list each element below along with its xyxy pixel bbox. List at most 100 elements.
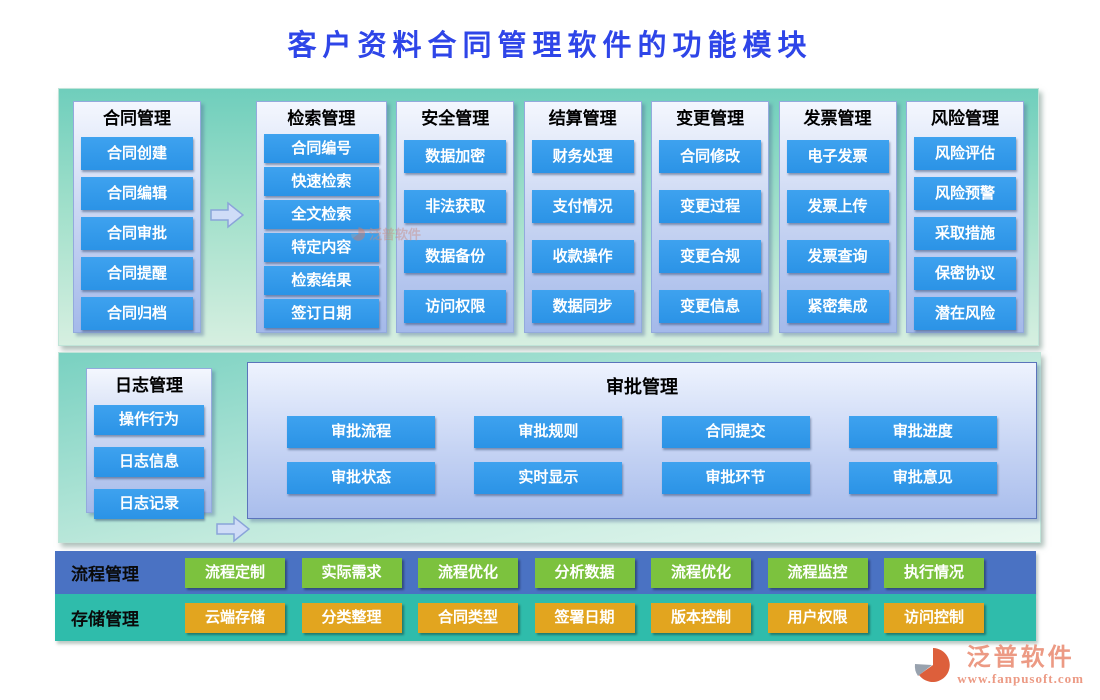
module-item: 全文检索 [263, 200, 379, 229]
log-panel-items: 操作行为日志信息日志记录 [94, 399, 204, 519]
module-panel-items: 财务处理支付情况收款操作数据同步 [531, 132, 634, 324]
process-item: 实际需求 [301, 557, 402, 588]
module-item: 合同编号 [263, 134, 379, 163]
footer-logo: 泛普软件 www.fanpusoft.com [912, 645, 1084, 687]
log-item: 日志记录 [94, 489, 204, 519]
modules-section: 合同管理合同创建合同编辑合同审批合同提醒合同归档检索管理合同编号快速检索全文检索… [58, 88, 1039, 346]
module-item: 合同提醒 [81, 257, 193, 290]
log-item: 操作行为 [94, 405, 204, 435]
module-item: 变更合规 [659, 240, 762, 273]
module-panel-items: 电子发票发票上传发票查询紧密集成 [786, 132, 889, 324]
approval-items: 审批流程审批规则合同提交审批进度审批状态实时显示审批环节审批意见 [248, 416, 1036, 494]
approval-item: 审批规则 [474, 416, 623, 448]
right-arrow-icon [216, 515, 252, 548]
module-item: 发票查询 [786, 240, 889, 273]
storage-item: 合同类型 [418, 602, 518, 633]
module-item: 发票上传 [786, 190, 889, 223]
process-item: 流程监控 [767, 557, 868, 588]
module-item: 财务处理 [531, 140, 634, 173]
module-item: 采取措施 [913, 217, 1016, 250]
approval-panel: 审批管理 审批流程审批规则合同提交审批进度审批状态实时显示审批环节审批意见 [247, 362, 1037, 519]
module-item: 数据同步 [531, 290, 634, 323]
log-panel-title: 日志管理 [115, 376, 183, 395]
footer-company-name: 泛普软件 [966, 645, 1075, 671]
module-item: 特定内容 [263, 233, 379, 262]
storage-item: 签署日期 [534, 602, 635, 633]
module-item: 数据加密 [404, 140, 507, 173]
process-item: 分析数据 [534, 557, 635, 588]
approval-panel-title: 审批管理 [606, 377, 678, 397]
module-panel-items: 合同创建合同编辑合同审批合同提醒合同归档 [81, 132, 193, 330]
module-item: 电子发票 [786, 140, 889, 173]
module-panel-title: 变更管理 [676, 109, 745, 128]
log-approval-section: 日志管理 操作行为日志信息日志记录 审批管理 审批流程 审批规则 合同提交 审批进度审… [58, 352, 1041, 543]
module-panel-3: 结算管理财务处理支付情况收款操作数据同步 [523, 101, 642, 333]
fanpu-logo-icon [915, 648, 950, 682]
log-panel: 日志管理 操作行为日志信息日志记录 [86, 368, 212, 519]
module-item: 风险预警 [913, 177, 1016, 210]
storage-strip: 存储管理 云端存储分类整理合同类型签署日期版本控制用户权限访问控制 [55, 594, 1036, 641]
module-item: 检索结果 [263, 266, 379, 295]
module-item: 合同编辑 [81, 177, 193, 210]
storage-item: 版本控制 [651, 602, 751, 633]
module-panel-4: 变更管理合同修改变更过程变更合规变更信息 [651, 101, 770, 333]
module-item: 紧密集成 [786, 290, 889, 323]
module-panel-title: 安全管理 [421, 109, 490, 128]
storage-strip-label: 存储管理 [71, 610, 139, 629]
approval-item: 审批环节 [661, 462, 810, 494]
module-item: 非法获取 [404, 190, 507, 223]
module-item: 快速检索 [263, 167, 379, 196]
approval-item: 审批进度 [848, 416, 997, 448]
module-panel-items: 数据加密非法获取数据备份访问权限 [404, 132, 507, 324]
storage-item: 用户权限 [767, 602, 868, 633]
process-item: 流程优化 [418, 557, 518, 588]
module-item: 支付情况 [531, 190, 634, 223]
module-item: 保密协议 [913, 257, 1016, 290]
module-item: 合同归档 [81, 297, 193, 330]
module-item: 风险评估 [913, 137, 1016, 170]
approval-item: 实时显示 [474, 462, 623, 494]
process-strip-items: 流程定制实际需求流程优化分析数据流程优化流程监控执行情况 [185, 557, 984, 588]
module-panel-title: 风险管理 [930, 109, 999, 128]
module-panel-title: 结算管理 [548, 109, 617, 128]
process-strip: 流程管理 流程定制实际需求流程优化分析数据流程优化流程监控执行情况 [55, 551, 1036, 594]
process-strip-label: 流程管理 [71, 565, 139, 584]
storage-strip-items: 云端存储分类整理合同类型签署日期版本控制用户权限访问控制 [185, 602, 984, 633]
process-item: 执行情况 [884, 557, 984, 588]
module-panel-title: 合同管理 [103, 109, 171, 128]
storage-item: 分类整理 [301, 602, 402, 633]
storage-item: 访问控制 [884, 602, 984, 633]
module-panel-items: 风险评估风险预警采取措施保密协议潜在风险 [913, 132, 1016, 330]
module-item: 合同审批 [81, 217, 193, 250]
right-arrow-icon [210, 201, 246, 234]
module-panel-2: 安全管理数据加密非法获取数据备份访问权限 [396, 101, 515, 333]
footer-text: 泛普软件 www.fanpusoft.com [957, 645, 1084, 687]
module-panel-items: 合同编号快速检索全文检索特定内容检索结果签订日期 [263, 132, 379, 328]
page-title: 客户资料合同管理软件的功能模块 [287, 30, 813, 62]
module-panel-title: 检索管理 [287, 109, 356, 128]
approval-item: 合同提交 [661, 416, 810, 448]
module-panel-6: 风险管理风险评估风险预警采取措施保密协议潜在风险 [905, 101, 1024, 333]
module-panel-title: 发票管理 [803, 109, 872, 128]
module-panel-5: 发票管理电子发票发票上传发票查询紧密集成 [778, 101, 897, 333]
module-panel-items: 合同修改变更过程变更合规变更信息 [659, 132, 762, 324]
approval-item: 审批意见 [848, 462, 997, 494]
module-panel-0: 合同管理合同创建合同编辑合同审批合同提醒合同归档 [73, 101, 201, 333]
process-item: 流程优化 [651, 557, 751, 588]
module-item: 签订日期 [263, 299, 379, 328]
footer-url: www.fanpusoft.com [957, 671, 1084, 686]
module-item: 数据备份 [404, 240, 507, 273]
approval-item: 审批流程 [287, 416, 436, 448]
module-panel-1: 检索管理合同编号快速检索全文检索特定内容检索结果签订日期 [255, 101, 387, 333]
module-item: 变更信息 [659, 290, 762, 323]
module-item: 潜在风险 [913, 297, 1016, 330]
module-item: 合同创建 [81, 137, 193, 170]
log-item: 日志信息 [94, 447, 204, 477]
process-item: 流程定制 [185, 557, 285, 588]
module-item: 收款操作 [531, 240, 634, 273]
module-item: 合同修改 [659, 140, 762, 173]
module-item: 访问权限 [404, 290, 507, 323]
storage-item: 云端存储 [185, 602, 285, 633]
module-item: 变更过程 [659, 190, 762, 223]
